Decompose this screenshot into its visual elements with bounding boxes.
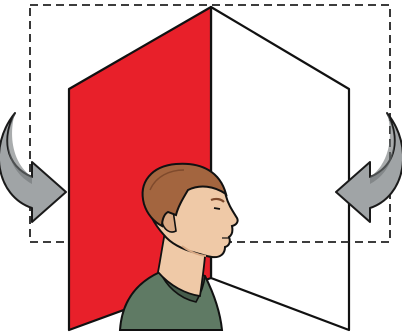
curved-arrow-right-icon [0, 113, 66, 222]
right-white-panel [211, 7, 349, 330]
eye [214, 208, 220, 209]
